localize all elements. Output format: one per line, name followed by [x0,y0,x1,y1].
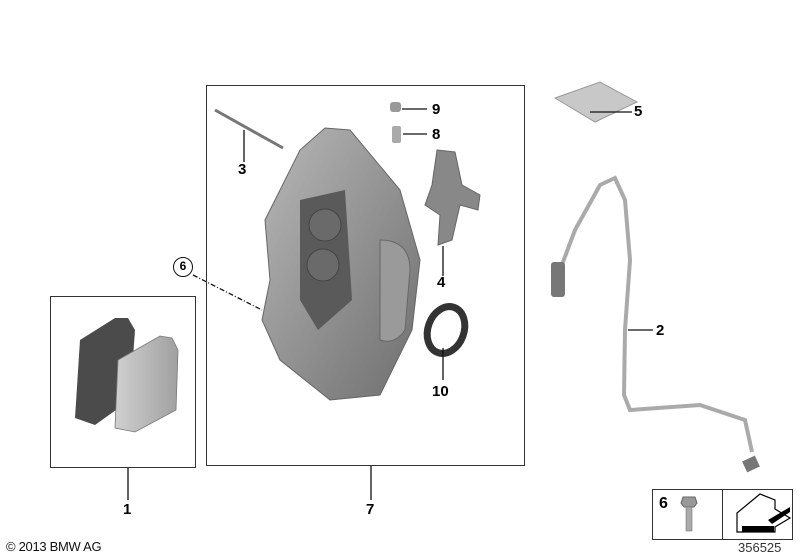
pin-illustration [214,108,284,150]
callout-9[interactable]: 9 [432,101,441,118]
callout-10[interactable]: 10 [432,383,449,400]
diagram-number: 356525 [738,540,782,555]
seal-ring-illustration [423,303,469,357]
callout-8[interactable]: 8 [432,126,441,143]
copyright-text: © 2013 BMW AG [6,539,102,554]
sensor-head-illustration [551,262,565,297]
callout-2[interactable]: 2 [656,322,665,339]
wear-sensor-illustration [558,175,754,453]
legend-arrow-cell [722,489,793,540]
grease-packet-illustration [553,81,639,123]
legend-callout-6[interactable]: 6 [659,495,668,512]
bolt-icon [680,496,698,532]
callout-5[interactable]: 5 [634,103,643,120]
callout-3[interactable]: 3 [238,161,247,178]
callout-7[interactable]: 7 [366,501,375,518]
callout-1[interactable]: 1 [123,501,132,518]
bleeder-valve-illustration [392,126,401,143]
brake-pad-illustration [75,318,179,433]
leader-lines [127,108,653,500]
reference-circle-6[interactable]: 6 [173,257,193,277]
dust-cap-illustration [390,102,401,112]
caliper-frame [206,85,525,466]
caliper-illustration [261,127,421,401]
spring-clip-illustration [424,149,481,246]
pointing-arrow-icon [736,493,792,533]
callout-4[interactable]: 4 [437,274,446,291]
pad-set-frame [50,296,196,468]
